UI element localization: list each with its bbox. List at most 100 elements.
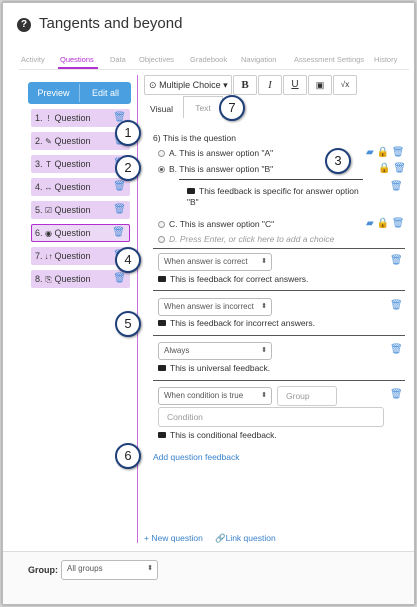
option-b-feedback[interactable]: This feedback is specific for answer opt… bbox=[187, 186, 367, 208]
add-question-feedback-link[interactable]: Add question feedback bbox=[153, 452, 240, 462]
question-number: 3. bbox=[35, 159, 43, 169]
preview-button[interactable]: Preview bbox=[37, 88, 70, 98]
lock-icon[interactable]: 🔒 bbox=[378, 163, 391, 174]
text-tab[interactable]: Text bbox=[183, 96, 223, 118]
question-list-item-5[interactable]: 5.☑Question 🗑 bbox=[31, 201, 130, 219]
tabs-divider bbox=[19, 69, 409, 70]
question-list-item-6[interactable]: 6.◉Question 🗑 bbox=[31, 224, 130, 242]
select-caret-icon: ⬍ bbox=[261, 258, 267, 265]
question-text[interactable]: 6) This is the question bbox=[153, 133, 236, 143]
speech-bubble-icon bbox=[158, 432, 166, 438]
exclamation-icon: ! bbox=[47, 114, 50, 123]
bottom-divider bbox=[3, 551, 414, 552]
condition-input[interactable]: Condition bbox=[158, 407, 384, 427]
option-letter: A. bbox=[169, 148, 178, 158]
feedback-text: This is feedback for correct answers. bbox=[170, 274, 309, 284]
group-input[interactable]: Group bbox=[277, 386, 337, 406]
question-list-item-1[interactable]: 1.!Question 🗑 bbox=[31, 109, 130, 127]
question-label: Question bbox=[54, 136, 91, 146]
tab-questions[interactable]: Questions bbox=[60, 55, 94, 64]
active-tab-indicator bbox=[58, 67, 98, 69]
tab-navigation[interactable]: Navigation bbox=[241, 55, 277, 64]
answer-option-a[interactable]: A. This is answer option "A" bbox=[158, 148, 273, 158]
select-value: When answer is incorrect bbox=[164, 302, 254, 311]
add-choice-placeholder: Press Enter, or click here to add a choi… bbox=[179, 234, 335, 244]
section-divider bbox=[153, 335, 405, 336]
radio-button[interactable] bbox=[158, 150, 165, 157]
page-title: Tangents and beyond bbox=[39, 15, 183, 32]
question-type-select[interactable]: ⊙ Multiple Choice ▾ bbox=[144, 75, 232, 95]
select-caret-icon: ⬍ bbox=[261, 303, 267, 310]
feedback-condition-select-correct[interactable]: When answer is correct⬍ bbox=[158, 253, 272, 271]
question-label: Question bbox=[54, 251, 91, 261]
tab-gradebook[interactable]: Gradebook bbox=[190, 55, 228, 64]
answer-option-c[interactable]: C. This is answer option "C" bbox=[158, 219, 274, 229]
new-question-link[interactable]: + New question bbox=[144, 533, 203, 543]
math-icon[interactable]: √x bbox=[333, 75, 357, 95]
tab-assessment-settings[interactable]: Assessment Settings bbox=[294, 55, 365, 64]
tab-data[interactable]: Data bbox=[110, 55, 126, 64]
speech-bubble-icon bbox=[158, 276, 166, 282]
lock-icon[interactable]: 🔒 bbox=[376, 147, 389, 158]
trash-icon[interactable]: 🗑 bbox=[393, 163, 406, 174]
answer-option-b[interactable]: B. This is answer option "B" bbox=[158, 164, 273, 174]
group-select[interactable]: All groups⬍ bbox=[61, 560, 158, 580]
tab-activity[interactable]: Activity bbox=[21, 55, 45, 64]
bold-button[interactable]: B bbox=[233, 75, 257, 95]
edit-all-button[interactable]: Edit all bbox=[91, 88, 119, 98]
sort-icon: ↓↑ bbox=[44, 252, 53, 261]
option-text: This is answer option "C" bbox=[179, 219, 275, 229]
trash-icon[interactable]: 🗑 bbox=[390, 255, 403, 266]
option-letter: B. bbox=[169, 164, 178, 174]
callout-badge-4: 4 bbox=[115, 247, 141, 273]
image-icon[interactable]: ▣ bbox=[308, 75, 332, 95]
feedback-condition-select-incorrect[interactable]: When answer is incorrect ⬍ bbox=[158, 298, 272, 316]
link-question-label: Link question bbox=[225, 533, 276, 543]
trash-icon[interactable]: 🗑 bbox=[391, 218, 405, 229]
checkbox-icon: ☑ bbox=[44, 206, 53, 215]
text-cursor-icon: T bbox=[46, 160, 51, 169]
italic-button[interactable]: I bbox=[258, 75, 282, 95]
trash-icon[interactable]: 🗑 bbox=[112, 227, 125, 238]
trash-icon[interactable]: 🗑 bbox=[390, 344, 403, 355]
radio-button[interactable] bbox=[158, 221, 165, 228]
tab-objectives[interactable]: Objectives bbox=[139, 55, 175, 64]
question-number: 7. bbox=[35, 251, 43, 261]
option-c-actions: ▰ 🔒 🗑 bbox=[366, 218, 404, 229]
lock-icon[interactable]: 🔒 bbox=[376, 218, 389, 229]
option-text: This is answer option "B" bbox=[179, 164, 274, 174]
conditional-feedback[interactable]: This is conditional feedback. bbox=[158, 430, 277, 440]
correct-feedback[interactable]: This is feedback for correct answers. bbox=[158, 274, 308, 284]
trash-icon[interactable]: 🗑 bbox=[113, 204, 126, 215]
question-list-item-4[interactable]: 4.↔Question 🗑 bbox=[31, 178, 130, 196]
trash-icon[interactable]: 🗑 bbox=[390, 181, 403, 192]
option-b-feedback-text: This feedback is specific for answer opt… bbox=[187, 186, 359, 207]
pencil-icon: ✎ bbox=[45, 137, 52, 146]
editor-left-border bbox=[137, 75, 138, 543]
button-divider bbox=[79, 84, 80, 102]
tab-history[interactable]: History bbox=[374, 55, 398, 64]
feedback-icon[interactable]: ▰ bbox=[366, 218, 374, 229]
question-list-item-8[interactable]: 8.⎘Question 🗑 bbox=[31, 270, 130, 288]
feedback-condition-select-always[interactable]: Always⬍ bbox=[158, 342, 272, 360]
trash-icon[interactable]: 🗑 bbox=[390, 300, 403, 311]
underline-button[interactable]: U bbox=[283, 75, 307, 95]
feedback-condition-select-conditional[interactable]: When condition is true⬍ bbox=[158, 387, 272, 405]
trash-icon[interactable]: 🗑 bbox=[113, 273, 126, 284]
question-label: Question bbox=[54, 113, 91, 123]
add-choice-row[interactable]: D. Press Enter, or click here to add a c… bbox=[158, 234, 334, 244]
link-question-link[interactable]: 🔗Link question bbox=[215, 533, 276, 544]
feedback-icon[interactable]: ▰ bbox=[366, 147, 374, 158]
incorrect-feedback[interactable]: This is feedback for incorrect answers. bbox=[158, 318, 315, 328]
question-label: Question bbox=[54, 182, 91, 192]
trash-icon[interactable]: 🗑 bbox=[113, 112, 126, 123]
editor-toolbar: ⊙ Multiple Choice ▾ B I U ▣ √x bbox=[144, 75, 360, 97]
question-number: 6. bbox=[35, 228, 43, 238]
radio-button-selected[interactable] bbox=[158, 166, 165, 173]
universal-feedback[interactable]: This is universal feedback. bbox=[158, 363, 270, 373]
radio-icon: ◉ bbox=[45, 229, 52, 238]
visual-tab[interactable]: Visual bbox=[150, 104, 173, 114]
trash-icon[interactable]: 🗑 bbox=[390, 389, 403, 400]
trash-icon[interactable]: 🗑 bbox=[391, 147, 405, 158]
trash-icon[interactable]: 🗑 bbox=[113, 181, 126, 192]
